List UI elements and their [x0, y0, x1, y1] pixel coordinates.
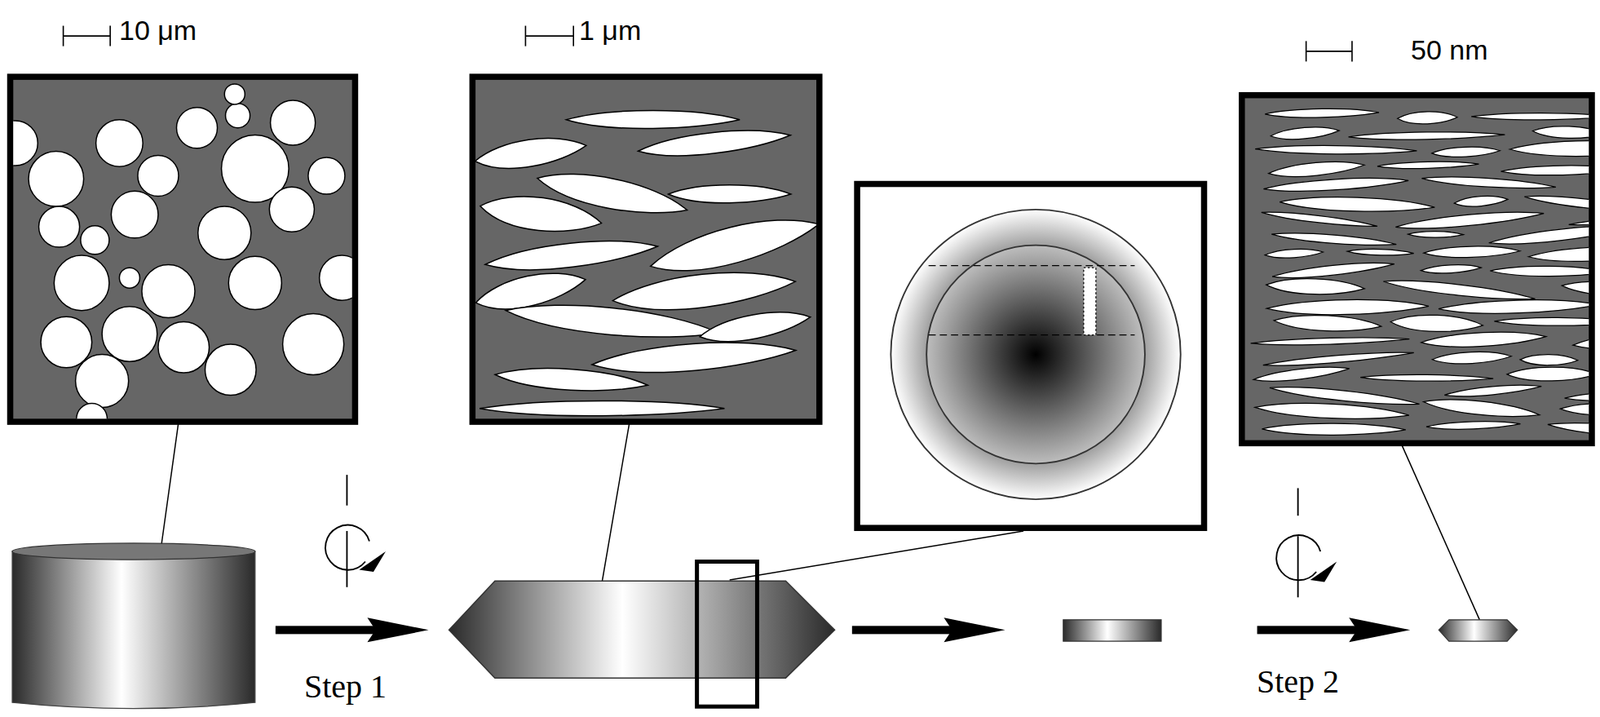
step-label: Step 2	[1256, 665, 1340, 699]
scale-bar-label: 10 μm	[119, 16, 197, 45]
initial-billet	[12, 543, 256, 709]
scale-bar-label: 1 μm	[579, 16, 641, 45]
step-label: Step 1	[304, 670, 387, 703]
cross-section-panel	[857, 184, 1204, 529]
scale-bar-label: 50 nm	[1410, 35, 1489, 64]
deformed-rod	[449, 580, 836, 678]
microstructure-panel	[472, 76, 819, 422]
microstructure-panel	[10, 76, 356, 422]
